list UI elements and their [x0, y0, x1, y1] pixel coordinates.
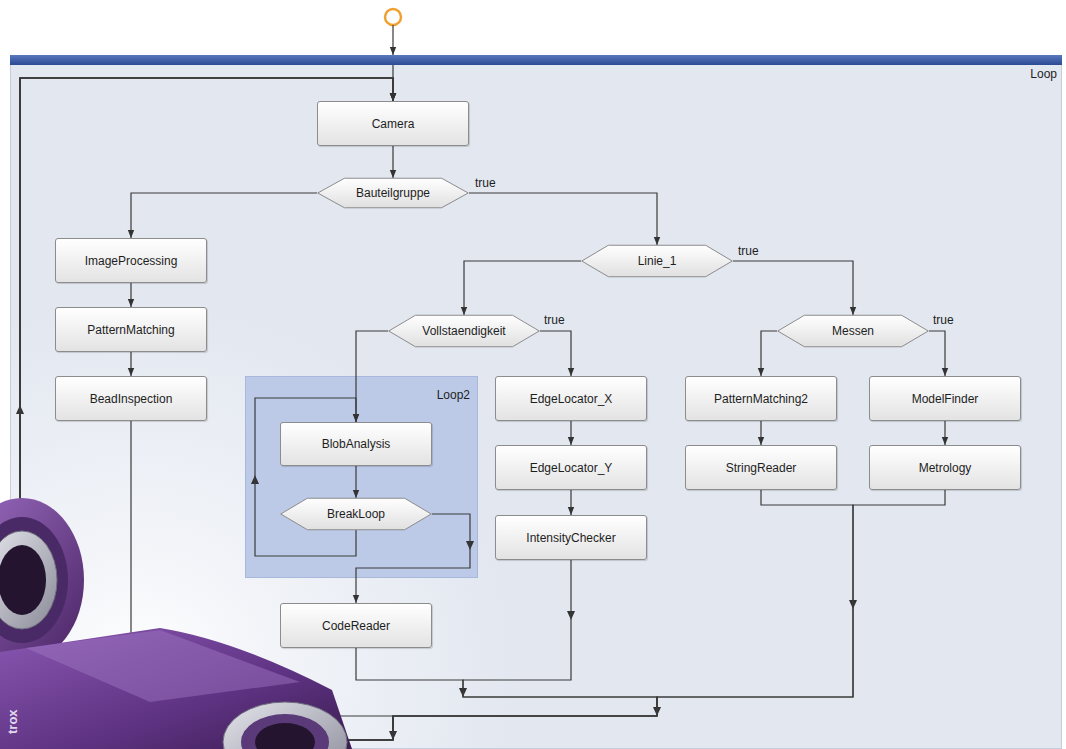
lens-ring: [0, 498, 84, 662]
edge-label: true: [933, 313, 954, 327]
flow-connector: [929, 331, 945, 376]
flow-connector: [570, 421, 571, 445]
process-box: ImageProcessing: [55, 238, 207, 283]
process-box: Metrology: [869, 445, 1021, 490]
process-box: EdgeLocator_Y: [495, 445, 647, 490]
loop-label: Loop2: [437, 388, 470, 402]
connector-group: [20, 78, 945, 740]
edge-label: true: [475, 176, 496, 190]
loop-bar: [10, 55, 1062, 65]
decision-label: Bauteilgruppe: [356, 186, 430, 200]
process-box: EdgeLocator_X: [495, 376, 647, 421]
process-label: Metrology: [919, 461, 972, 475]
decision-label: Vollstaendigkeit: [422, 324, 505, 338]
lens-ring: [241, 714, 329, 749]
flow-connector: [356, 514, 470, 603]
edge-label-holder: true: [738, 245, 759, 258]
camera-body-highlight: [26, 630, 300, 702]
process-box: CodeReader: [280, 603, 432, 648]
flow-connector: [570, 490, 571, 515]
diamond-fill: [389, 315, 539, 346]
decision-label: Messen: [832, 324, 874, 338]
flow-connector: [944, 421, 945, 445]
lens-thread: [0, 531, 57, 629]
flow-connector: [540, 331, 571, 376]
flow-connector: [20, 78, 657, 740]
lens-opening: [255, 723, 315, 749]
process-label: PatternMatching2: [714, 392, 808, 406]
process-label: ModelFinder: [912, 392, 979, 406]
process-label: EdgeLocator_X: [530, 392, 613, 406]
diamond-fill: [318, 178, 468, 208]
start-line: [392, 25, 393, 55]
process-box: BeadInspection: [55, 376, 207, 421]
process-box: PatternMatching2: [685, 376, 837, 421]
edge-label: true: [544, 313, 565, 327]
process-label: BlobAnalysis: [322, 437, 391, 451]
flow-connector: [130, 352, 131, 376]
logo-text-holder: trox: [6, 709, 20, 734]
decision-diamond: Bauteilgruppe: [317, 178, 469, 208]
process-label: CodeReader: [322, 619, 390, 633]
process-box: BlobAnalysis: [280, 422, 432, 466]
process-label: Camera: [372, 117, 415, 131]
lens-thread: [223, 702, 347, 749]
flow-connector: [20, 78, 853, 740]
process-label: IntensityChecker: [526, 531, 615, 545]
process-box: ModelFinder: [869, 376, 1021, 421]
decision-diamond: Linie_1: [581, 245, 733, 277]
process-box: StringReader: [685, 445, 837, 490]
flow-connector: [20, 78, 657, 740]
flow-connector: [733, 261, 853, 315]
logo-text: trox: [5, 709, 20, 734]
flow-connector: [131, 193, 317, 238]
edge-label-holder: true: [475, 177, 496, 190]
decision-diamond: Messen: [777, 315, 929, 347]
decision-label: BreakLoop: [327, 507, 385, 521]
process-label: BeadInspection: [90, 392, 173, 406]
process-box: IntensityChecker: [495, 515, 647, 560]
process-label: EdgeLocator_Y: [530, 461, 613, 475]
flow-connector: [130, 283, 131, 307]
loop-label: Loop: [1030, 67, 1057, 81]
process-label: ImageProcessing: [85, 254, 178, 268]
decision-diamond: Vollstaendigkeit: [388, 315, 540, 347]
edge-label-holder: true: [933, 314, 954, 327]
start-circle: [385, 9, 401, 25]
decision-label: Linie_1: [638, 254, 677, 268]
lens-opening: [0, 545, 46, 615]
diamond-fill: [281, 498, 431, 529]
process-label: StringReader: [726, 461, 797, 475]
flow-connector: [760, 421, 761, 445]
flow-connector: [469, 193, 657, 245]
loop-entry-line: [392, 65, 393, 78]
decision-diamond: BreakLoop: [280, 498, 432, 530]
diamond-fill: [582, 245, 732, 276]
flow-connector: [255, 398, 356, 556]
flow-connector: [761, 331, 777, 376]
process-label: PatternMatching: [87, 323, 174, 337]
flow-connector: [464, 261, 581, 315]
process-box: Camera: [317, 101, 469, 146]
process-box: PatternMatching: [55, 307, 207, 352]
loop-region: Loop2BlobAnalysisBreakLoop: [245, 376, 478, 578]
flow-connector: [20, 78, 945, 740]
flow-connector: [392, 146, 393, 178]
flow-connector: [356, 331, 388, 422]
diamond-fill: [778, 315, 928, 346]
edge-label: true: [738, 244, 759, 258]
edge-label-holder: true: [544, 314, 565, 327]
lens-ring: [0, 517, 68, 643]
flow-connector: [355, 466, 356, 498]
